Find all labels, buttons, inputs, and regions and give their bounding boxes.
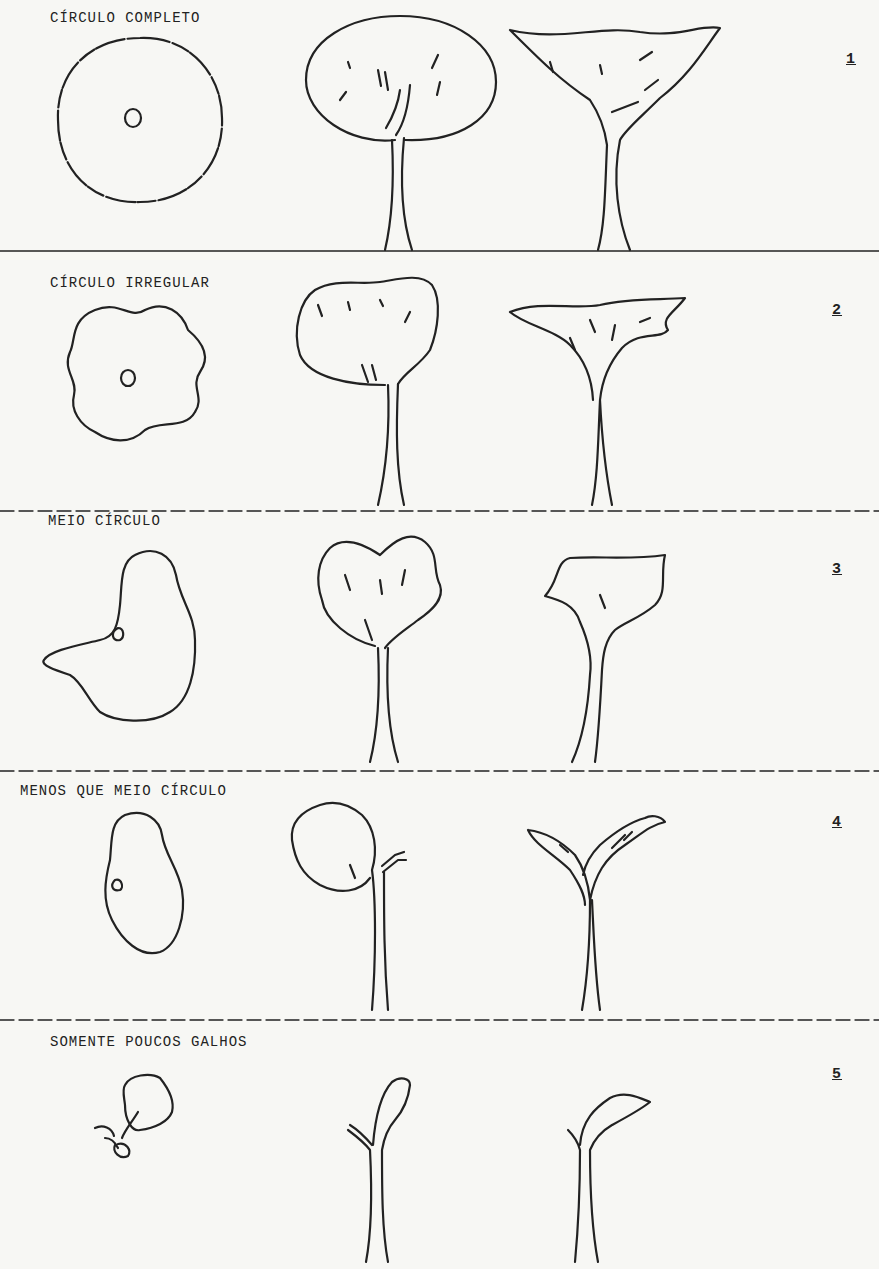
- callout-number: 1: [846, 52, 856, 68]
- class-heading: MENOS QUE MEIO CÍRCULO: [20, 783, 227, 799]
- class-heading: SOMENTE POUCOS GALHOS: [50, 1034, 247, 1050]
- callout-number: 5: [832, 1067, 842, 1083]
- class-heading: CÍRCULO COMPLETO: [50, 10, 200, 26]
- class-heading: MEIO CÍRCULO: [48, 513, 161, 529]
- callout-number: 4: [832, 815, 842, 831]
- class-heading: CÍRCULO IRREGULAR: [50, 275, 210, 291]
- callout-number: 3: [832, 562, 842, 578]
- callout-number: 2: [832, 303, 842, 319]
